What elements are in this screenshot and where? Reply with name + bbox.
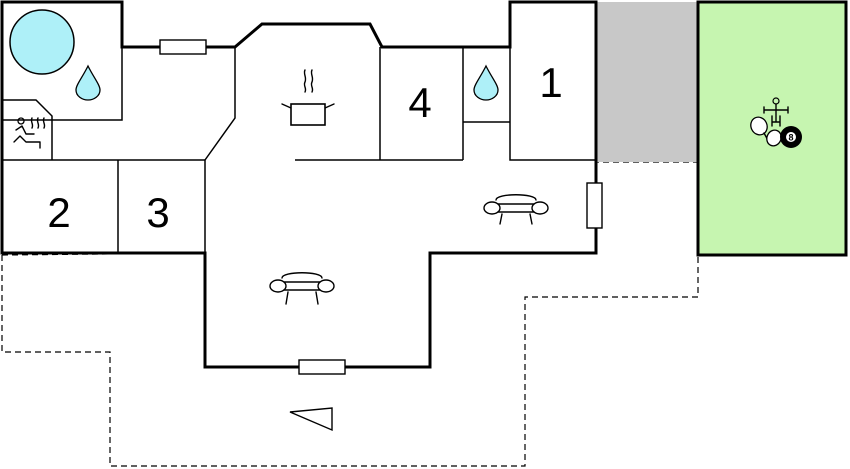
- table-tennis-icon: [750, 116, 782, 147]
- games-room: [696, 0, 848, 257]
- sofa-icon: [483, 194, 549, 225]
- cooking-pot-icon: [281, 69, 335, 126]
- room-number-3: 3: [146, 189, 169, 236]
- interior-walls: [2, 2, 596, 253]
- table-football-icon: [763, 97, 789, 127]
- carport-area: [596, 2, 698, 162]
- windows: [159, 39, 603, 375]
- room-number-2: 2: [47, 189, 70, 236]
- water-drop-icon: [473, 64, 499, 101]
- sofa-icon: [269, 272, 335, 305]
- house-outer-wall: [0, 0, 598, 369]
- svg-text:8: 8: [788, 133, 793, 143]
- pool-icon: [9, 9, 75, 75]
- room-number-1: 1: [539, 59, 562, 106]
- entrance-arrow-icon: [289, 407, 333, 432]
- billiard-ball-icon: 8: [780, 126, 802, 148]
- water-drop-icon: [75, 64, 101, 101]
- room-number-4: 4: [408, 79, 431, 126]
- sauna-icon: [13, 117, 46, 149]
